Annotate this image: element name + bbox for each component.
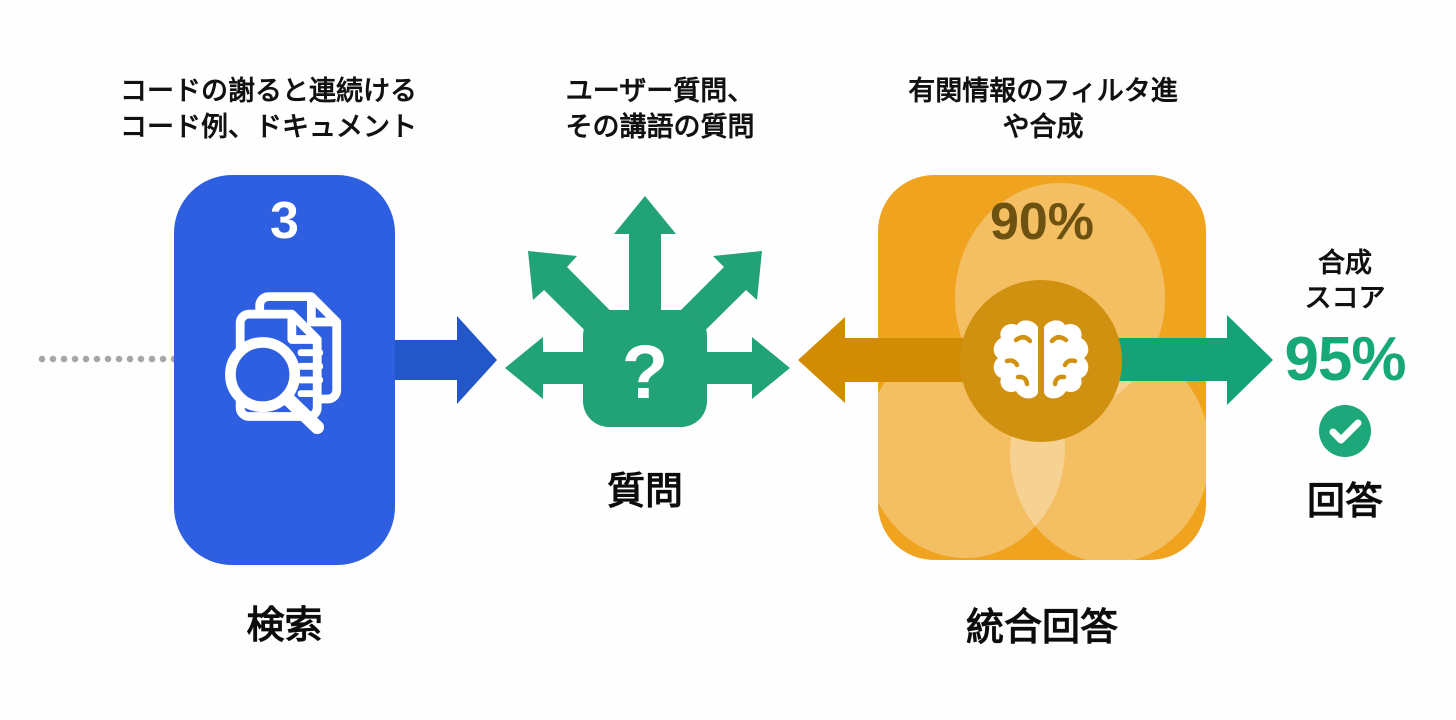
retrieval-count-badge: 3 (270, 192, 299, 250)
flow-arrow-output-icon (1035, 315, 1273, 405)
result-note-line1: 合成 (1318, 248, 1372, 278)
question-mark: ? (621, 329, 669, 415)
caption-question-line2: その講語の質問 (565, 111, 755, 142)
result-note-line2: スコア (1304, 283, 1386, 314)
caption-synthesis: 有関情報のフィルタ進 や合成 (868, 74, 1218, 145)
dotted-connector (38, 355, 176, 363)
synthesis-score: 90% (989, 193, 1095, 251)
result-label: 回答 (1306, 481, 1383, 524)
retrieval-box: 3 (174, 175, 395, 565)
result-column: 合成 スコア 95% 回答 (1272, 246, 1418, 525)
caption-question-line1: ユーザー質問、 (565, 76, 755, 106)
search-documents-icon (225, 292, 342, 435)
brain-icon (993, 320, 1089, 399)
question-label: 質問 (606, 471, 683, 513)
brain-badge (960, 280, 1122, 442)
check-icon (1319, 405, 1371, 458)
caption-question: ユーザー質問、 その講語の質問 (510, 74, 810, 145)
branching-arrows-icon (505, 196, 790, 427)
retrieval-label: 検索 (246, 605, 323, 647)
flow-arrow-right-icon (395, 316, 497, 404)
caption-retrieval-line2: コード例、ドキュメント (120, 111, 417, 142)
caption-retrieval: コードの謝ると連続ける コード例、ドキュメント (120, 74, 417, 145)
caption-synthesis-line2: や合成 (1002, 111, 1084, 142)
caption-synthesis-line1: 有関情報のフィルタ進 (908, 76, 1178, 106)
result-note: 合成 スコア (1272, 246, 1418, 316)
caption-retrieval-line1: コードの謝ると連続ける (120, 76, 417, 106)
result-score: 95% (1284, 325, 1406, 395)
synthesis-label: 統合回答 (965, 607, 1118, 649)
